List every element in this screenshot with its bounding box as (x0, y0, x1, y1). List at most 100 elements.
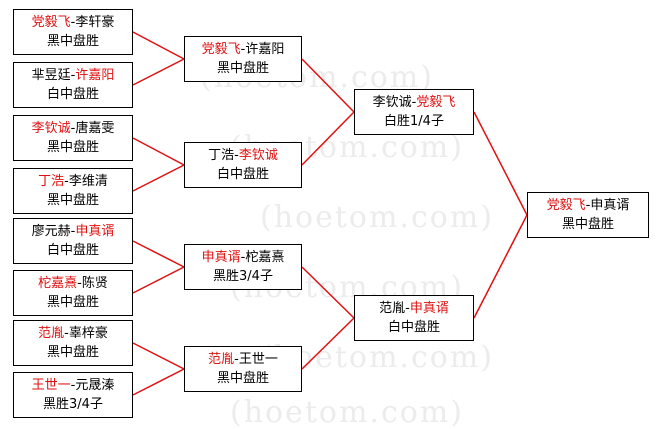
match-box-r1-6: 柁嘉熹-陈贤黑中盘胜 (13, 270, 133, 316)
name-separator: - (70, 68, 76, 83)
player-name: 陈贤 (81, 276, 108, 291)
name-separator: - (64, 174, 69, 189)
match-players: 申真谞-柁嘉熹 (185, 248, 301, 267)
name-separator: - (411, 95, 417, 110)
match-result: 黑中盘胜 (216, 371, 269, 386)
connector-line-r2-2-to-r3-1 (301, 111, 355, 166)
match-result: 白中盘胜 (387, 320, 440, 335)
match-players: 芈昱廷-许嘉阳 (14, 66, 132, 85)
match-players: 范胤-辜梓豪 (14, 324, 132, 343)
name-separator: - (240, 42, 246, 57)
match-result: 黑中盘胜 (561, 217, 614, 232)
player-name: 唐嘉雯 (75, 121, 115, 136)
connector-line-r1-5-to-r2-3 (132, 240, 185, 268)
match-result: 黑中盘胜 (46, 295, 99, 310)
name-separator: - (70, 224, 76, 239)
connector-line-r1-1-to-r2-1 (132, 31, 185, 60)
match-players: 李钦诚-党毅飞 (355, 93, 473, 112)
name-separator: - (234, 352, 239, 367)
match-players: 范胤-申真谞 (355, 299, 473, 318)
match-players: 党毅飞-李轩豪 (14, 13, 132, 32)
match-players: 王世一-元晟溱 (14, 376, 132, 395)
name-separator: - (234, 148, 239, 163)
name-separator: - (70, 121, 76, 136)
name-separator: - (70, 378, 76, 393)
name-separator: - (405, 301, 410, 316)
connector-line-r1-8-to-r2-4 (132, 368, 185, 396)
connector-line-r1-2-to-r2-1 (132, 58, 185, 86)
player-name: 辜梓豪 (68, 326, 108, 341)
player-name: 芈昱廷 (31, 68, 71, 83)
player-name: 丁浩 (38, 174, 65, 189)
player-name: 党毅飞 (201, 42, 241, 57)
player-name: 廖元赫 (31, 224, 71, 239)
player-name: 申真谞 (409, 301, 449, 316)
player-name: 许嘉阳 (75, 68, 115, 83)
match-players: 范胤-王世一 (185, 350, 301, 369)
match-box-r1-3: 李钦诚-唐嘉雯黑中盘胜 (13, 115, 133, 161)
player-name: 柁嘉熹 (38, 276, 78, 291)
match-box-r3-2: 范胤-申真谞白中盘胜 (354, 295, 474, 341)
match-box-r2-3: 申真谞-柁嘉熹黑胜3/4子 (184, 244, 302, 290)
name-separator: - (64, 326, 69, 341)
match-players: 廖元赫-申真谞 (14, 222, 132, 241)
player-name: 范胤 (379, 301, 406, 316)
player-name: 李钦诚 (372, 95, 412, 110)
match-box-r1-4: 丁浩-李维清黑中盘胜 (13, 168, 133, 214)
match-players: 党毅飞-许嘉阳 (185, 40, 301, 59)
match-players: 李钦诚-唐嘉雯 (14, 119, 132, 138)
match-players: 丁浩-李钦诚 (185, 146, 301, 165)
match-result: 黑中盘胜 (46, 193, 99, 208)
player-name: 党毅飞 (416, 95, 456, 110)
player-name: 王世一 (31, 378, 71, 393)
player-name: 申真谞 (590, 198, 630, 213)
match-result: 黑中盘胜 (46, 140, 99, 155)
player-name: 柁嘉熹 (245, 250, 285, 265)
name-separator: - (240, 250, 246, 265)
match-box-r3-1: 李钦诚-党毅飞白胜1/4子 (354, 89, 474, 135)
match-box-r1-8: 王世一-元晟溱黑胜3/4子 (13, 372, 133, 418)
player-name: 元晟溱 (75, 378, 115, 393)
match-result: 白胜1/4子 (384, 114, 444, 129)
connector-line-r1-3-to-r2-2 (132, 137, 185, 166)
connector-line-r2-1-to-r3-1 (301, 58, 355, 113)
match-result: 黑中盘胜 (46, 345, 99, 360)
match-result: 白中盘胜 (46, 243, 99, 258)
match-box-r2-1: 党毅飞-许嘉阳黑中盘胜 (184, 36, 302, 82)
match-players: 柁嘉熹-陈贤 (14, 274, 132, 293)
match-result: 黑胜3/4子 (213, 269, 273, 284)
connector-line-r1-4-to-r2-2 (132, 164, 185, 192)
name-separator: - (77, 276, 82, 291)
connector-line-r1-6-to-r2-3 (132, 266, 185, 294)
match-box-r1-2: 芈昱廷-许嘉阳白中盘胜 (13, 62, 133, 108)
name-separator: - (70, 15, 76, 30)
match-box-r1-7: 范胤-辜梓豪黑中盘胜 (13, 320, 133, 366)
player-name: 李维清 (68, 174, 108, 189)
match-result: 白中盘胜 (46, 87, 99, 102)
match-result: 黑中盘胜 (216, 61, 269, 76)
connector-line-r3-1-to-r4-1 (473, 111, 528, 216)
connector-line-r2-4-to-r3-2 (301, 317, 355, 370)
connector-line-r3-2-to-r4-1 (473, 214, 528, 319)
player-name: 李钦诚 (238, 148, 278, 163)
match-players: 丁浩-李维清 (14, 172, 132, 191)
match-box-r1-5: 廖元赫-申真谞白中盘胜 (13, 218, 133, 264)
player-name: 党毅飞 (546, 198, 586, 213)
player-name: 丁浩 (208, 148, 235, 163)
player-name: 申真谞 (201, 250, 241, 265)
name-separator: - (585, 198, 591, 213)
match-result: 白中盘胜 (216, 167, 269, 182)
player-name: 范胤 (38, 326, 65, 341)
player-name: 范胤 (208, 352, 235, 367)
player-name: 许嘉阳 (245, 42, 285, 57)
player-name: 申真谞 (75, 224, 115, 239)
player-name: 王世一 (238, 352, 278, 367)
match-box-r1-1: 党毅飞-李轩豪黑中盘胜 (13, 9, 133, 55)
connector-line-r2-3-to-r3-2 (301, 266, 355, 319)
player-name: 李钦诚 (31, 121, 71, 136)
match-result: 黑中盘胜 (46, 34, 99, 49)
match-box-r2-4: 范胤-王世一黑中盘胜 (184, 346, 302, 392)
match-players: 党毅飞-申真谞 (528, 196, 648, 215)
player-name: 李轩豪 (75, 15, 115, 30)
